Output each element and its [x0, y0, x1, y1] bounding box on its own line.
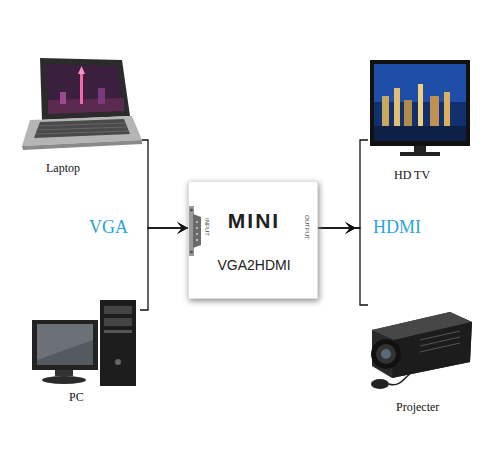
connector-path [140, 228, 188, 310]
arrow-head [345, 222, 356, 234]
signal-label: HDMI [373, 217, 421, 238]
signal-label: VGA [89, 217, 128, 238]
connector-path [142, 140, 188, 228]
connector-line [318, 222, 368, 305]
port-label: INPUT [204, 218, 210, 236]
converter-box: MINI VGA2HDMI INPUT OUTPUT [188, 181, 318, 299]
laptop-picture [22, 58, 142, 150]
projector-device: Projecter [368, 295, 486, 418]
laptop-device: Laptop [20, 55, 142, 180]
arrow-head [177, 222, 188, 234]
device-caption: HD TV [394, 168, 430, 183]
vga-port [189, 206, 203, 256]
pc-picture [32, 300, 136, 386]
pc-device: PC [25, 295, 140, 408]
device-caption: Laptop [46, 161, 80, 176]
tv-device: HD TV [368, 55, 478, 186]
connector-line [142, 140, 188, 234]
connector-line [318, 140, 368, 234]
connector-line [140, 222, 188, 310]
device-caption: Projecter [396, 400, 439, 415]
brand-text: MINI [228, 209, 280, 233]
tv-picture [370, 60, 470, 156]
connector-path [318, 228, 368, 305]
projector-picture [371, 312, 472, 389]
port-label: OUTPUT [304, 215, 310, 240]
model-text: VGA2HDMI [217, 257, 290, 273]
connector-path [318, 140, 368, 228]
device-caption: PC [69, 390, 84, 405]
